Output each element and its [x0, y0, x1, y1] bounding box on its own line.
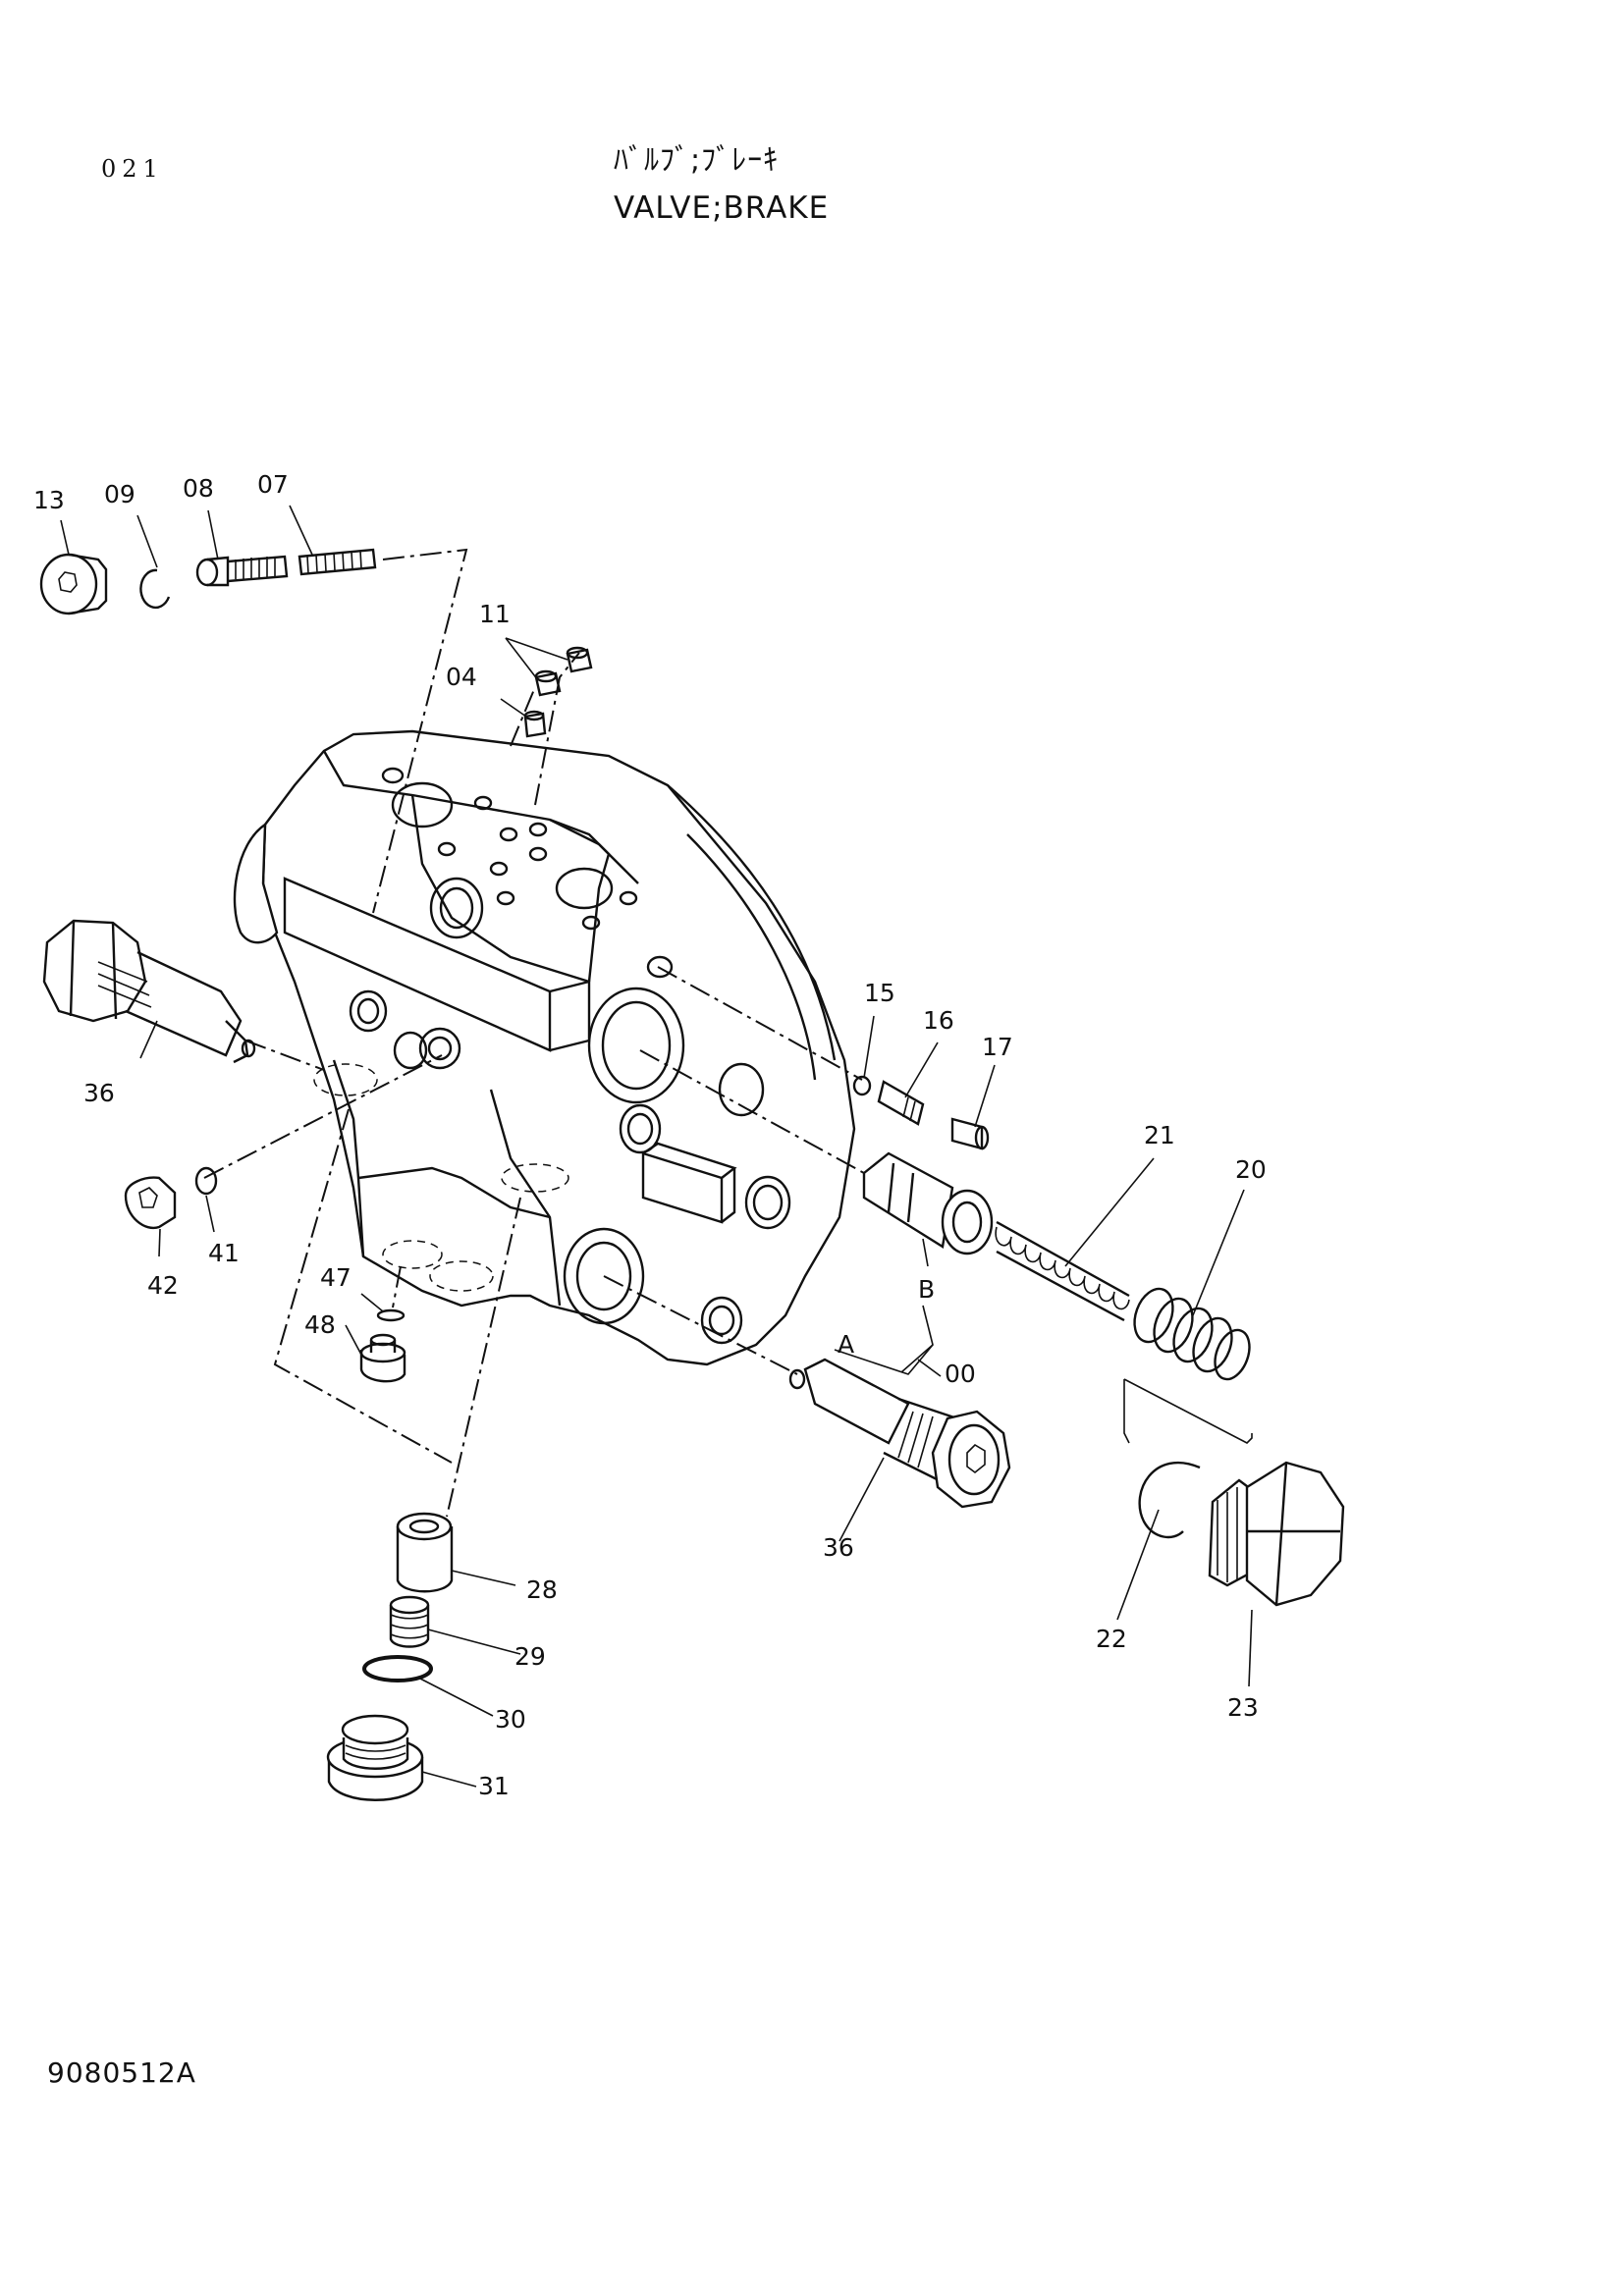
callout-labels: 13 09 08 07 11 04 15 16 17 21 20 36 41 4…: [33, 470, 1267, 1800]
part-48-plug: [359, 1333, 406, 1383]
callout-15: 15: [864, 979, 895, 1007]
title-english: VALVE;BRAKE: [614, 190, 830, 226]
leader-lines: [60, 505, 1253, 1788]
callout-48: 48: [304, 1310, 336, 1339]
callout-B: B: [918, 1275, 935, 1304]
title-japanese: ﾊﾞﾙﾌﾞ;ﾌﾞﾚｰｷ: [614, 143, 780, 178]
part-29-spring: [389, 1595, 430, 1648]
part-20-spring: [1133, 1287, 1251, 1381]
part-22-snap-ring: [1138, 1461, 1201, 1539]
part-09-ring: [139, 568, 171, 610]
callout-41: 41: [208, 1239, 240, 1267]
drawing-number: 9080512A: [47, 2056, 196, 2089]
callout-31: 31: [478, 1772, 510, 1800]
part-11-set-screw-lower: [534, 669, 562, 697]
callout-17: 17: [982, 1033, 1013, 1061]
part-13-plug: [39, 553, 108, 615]
callout-36-right: 36: [823, 1533, 854, 1562]
part-31-plug: [326, 1714, 424, 1801]
callout-42: 42: [147, 1271, 179, 1300]
callout-08: 08: [183, 474, 214, 503]
part-28-piston: [396, 1512, 454, 1593]
callout-09: 09: [104, 480, 135, 508]
phantom-lines: [203, 548, 865, 1518]
callout-A: A: [838, 1330, 854, 1359]
part-15-ball: [852, 1075, 872, 1096]
callout-36-left: 36: [83, 1079, 115, 1107]
callout-11: 11: [479, 600, 511, 628]
part-04-set-screw: [523, 710, 547, 738]
valve-body: [233, 729, 856, 1366]
callout-47: 47: [320, 1263, 352, 1292]
part-36-relief-valve-right: [788, 1358, 1011, 1509]
callout-28: 28: [526, 1575, 558, 1604]
callout-00: 00: [945, 1360, 976, 1388]
part-08-pin: [195, 555, 289, 587]
callout-20: 20: [1235, 1155, 1267, 1184]
callout-21: 21: [1144, 1121, 1175, 1149]
part-17-set-screw: [950, 1117, 990, 1150]
callout-04: 04: [446, 663, 477, 691]
part-11-set-screw-upper: [566, 646, 593, 673]
part-07-spring: [298, 548, 377, 576]
callout-16: 16: [923, 1006, 954, 1035]
part-30-o-ring: [362, 1655, 433, 1682]
page-number: 021: [101, 155, 164, 183]
callout-13: 13: [33, 486, 65, 514]
bracket-20-23: [1123, 1378, 1253, 1444]
callout-07: 07: [257, 470, 289, 499]
part-36-relief-valve-left: [42, 919, 256, 1064]
part-42-plug: [124, 1176, 177, 1230]
part-16-pin: [877, 1080, 925, 1126]
part-23-hex-plug: [1208, 1461, 1345, 1607]
part-41-ring: [194, 1166, 218, 1196]
callout-30: 30: [495, 1705, 526, 1734]
part-21-spring: [995, 1220, 1130, 1322]
spool: [862, 1151, 994, 1255]
part-47-ring: [376, 1308, 406, 1322]
callout-22: 22: [1096, 1625, 1127, 1653]
callout-23: 23: [1227, 1693, 1259, 1722]
callout-29: 29: [514, 1642, 546, 1671]
